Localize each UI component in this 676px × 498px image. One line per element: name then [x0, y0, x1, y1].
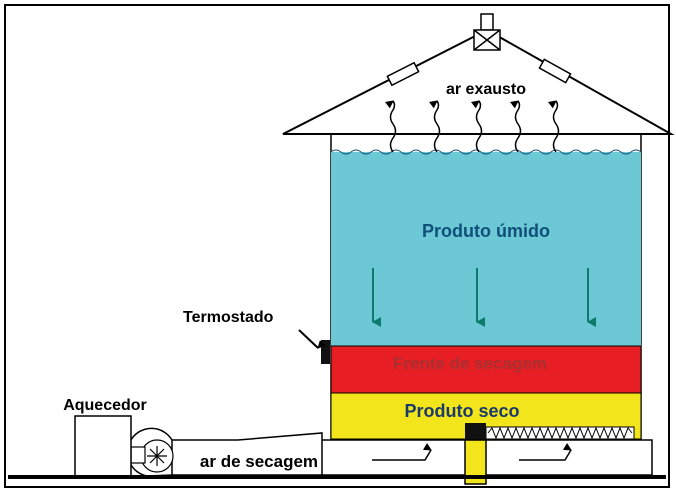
grain-surface-wave [330, 149, 642, 155]
dry-product-label: Produto seco [404, 401, 519, 421]
thermostat-device [321, 340, 330, 364]
auger-drive-block [465, 423, 486, 440]
wet-product-layer [331, 152, 641, 346]
wavy-arrow [547, 100, 560, 153]
auger-screw [487, 426, 633, 440]
wavy-arrow [384, 100, 397, 153]
auger-support-post [464, 439, 487, 485]
air-flow-arrow [372, 442, 432, 461]
wet-product-label: Produto úmido [422, 221, 550, 241]
exhaust-arrows [384, 100, 560, 153]
thermostat-label: Termostado [183, 309, 274, 326]
heater-connector [130, 446, 146, 464]
plenum [322, 439, 653, 476]
figure-frame [4, 4, 670, 488]
thermostat-pointer [298, 329, 326, 349]
heater-box [74, 415, 132, 477]
roof-vent-right [538, 58, 572, 84]
air-flow-arrow [519, 442, 572, 461]
wavy-arrow [509, 100, 522, 153]
drying-front-layer [330, 345, 642, 394]
chimney [480, 13, 494, 31]
exhaust-air-label: ar exausto [446, 81, 526, 98]
wavy-arrow [470, 100, 483, 153]
roof-vent-left [386, 61, 420, 87]
exhaust-fan-icon [473, 29, 501, 51]
heater-label: Aquecedor [63, 397, 147, 414]
flow-arrows-down [372, 268, 596, 327]
drying-front-label: Frente de secagem [393, 354, 547, 373]
drying-air-label: ar de secagem [200, 452, 318, 471]
wavy-arrow [428, 100, 441, 153]
